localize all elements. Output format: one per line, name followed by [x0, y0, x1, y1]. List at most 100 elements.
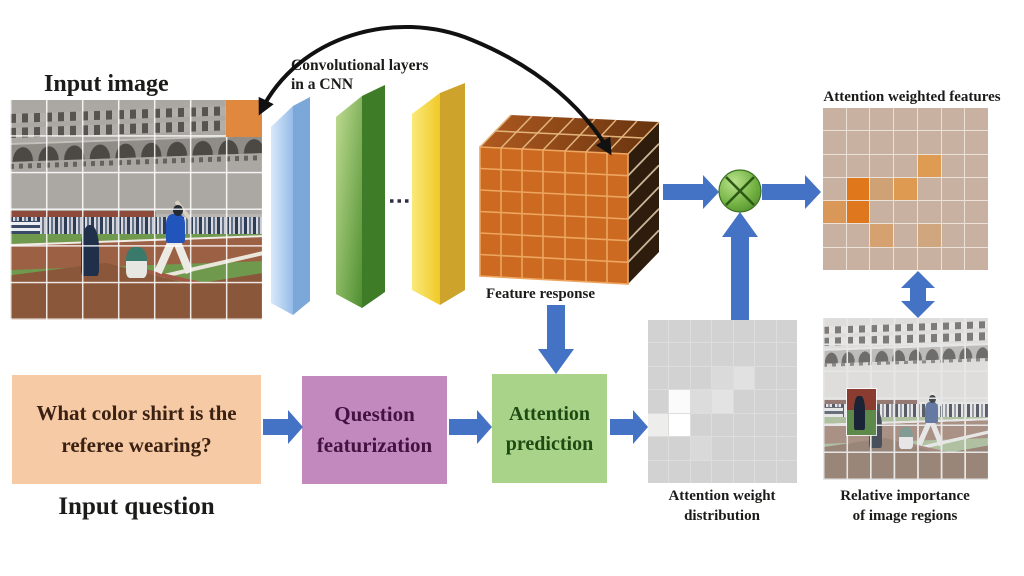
grid-cell: [648, 320, 669, 343]
grid-cell: [941, 201, 965, 224]
input-question-box: What color shirt is the referee wearing?: [12, 375, 261, 484]
grid-cell: [917, 154, 941, 177]
grid-cell: [755, 390, 776, 413]
grid-cell: [669, 320, 690, 343]
grid-cell: [755, 413, 776, 437]
grid-cell: [823, 131, 846, 154]
cube-side-slats: [627, 143, 660, 263]
grid-cell: [846, 131, 870, 154]
grid-cell: [894, 224, 917, 247]
grid-cell: [776, 390, 797, 413]
grid-cell: [894, 131, 917, 154]
grid-cell: [894, 177, 917, 201]
grid-cell: [776, 343, 797, 366]
grid-cell: [755, 343, 776, 366]
grid-cell: [917, 108, 941, 131]
grid-cell: [669, 343, 690, 366]
grid-cell: [712, 413, 733, 437]
region-grid-overlay: [10, 100, 262, 320]
grid-cell: [669, 366, 690, 390]
grid-cell: [965, 154, 988, 177]
referee-figure: [854, 395, 865, 431]
grid-cell: [690, 366, 712, 390]
grid-cell: [870, 108, 894, 131]
grid-cell: [712, 460, 733, 483]
grid-cell: [823, 224, 846, 247]
grid-cell: [690, 460, 712, 483]
grid-cell: [823, 247, 846, 270]
arrow-prediction-to-weights: [610, 410, 648, 444]
arrow-multiply-to-weighted: [762, 175, 821, 209]
grid-cell: [917, 201, 941, 224]
relative-importance-label: Relative importance of image regions: [840, 488, 970, 524]
grid-cell: [846, 154, 870, 177]
grid-cell: [846, 224, 870, 247]
grid-cell: [733, 413, 755, 437]
grid-cell: [733, 320, 755, 343]
grid-cell: [894, 154, 917, 177]
feature-response-cube: [479, 114, 660, 285]
important-region-cell: [845, 388, 877, 436]
grid-cell: [870, 224, 894, 247]
arrow-cube-to-multiply: [663, 175, 719, 209]
attention-prediction-box: Attention prediction: [492, 374, 607, 483]
feature-response-label: Feature response: [486, 286, 596, 302]
grid-cell: [870, 201, 894, 224]
grid-cell: [669, 413, 690, 437]
question-featurization-box: Question featurization: [302, 376, 447, 484]
grid-cell: [894, 108, 917, 131]
input-image-label: Input image: [44, 71, 169, 97]
grid-cell: [648, 390, 669, 413]
grid-cell: [965, 108, 988, 131]
arrow-cube-to-prediction: [538, 305, 574, 374]
highlight-cell: [225, 100, 262, 137]
multiply-icon: [718, 169, 762, 213]
grid-cell: [690, 390, 712, 413]
grid-cell: [965, 224, 988, 247]
arrow-question-to-featurization: [263, 410, 303, 444]
grid-cell: [733, 343, 755, 366]
grid-cell: [917, 247, 941, 270]
grid-cell: [733, 390, 755, 413]
conv-layer-slab-yellow: [412, 83, 465, 305]
grid-cell: [823, 201, 846, 224]
grid-cell: [846, 201, 870, 224]
grid-cell: [690, 437, 712, 460]
grid-cell: [894, 247, 917, 270]
input-image-photo: [10, 100, 262, 320]
grid-cell: [755, 437, 776, 460]
grid-cell: [823, 177, 846, 201]
attention-weighted-features-label: Attention weighted features: [823, 89, 1001, 105]
grid-cell: [712, 320, 733, 343]
grid-cell: [823, 108, 846, 131]
input-question-label: Input question: [58, 493, 215, 520]
grid-cell: [712, 343, 733, 366]
grid-cell: [917, 224, 941, 247]
grid-cell: [733, 366, 755, 390]
grid-cell: [776, 320, 797, 343]
grid-cell: [941, 177, 965, 201]
grid-cell: [870, 177, 894, 201]
arrow-featurization-to-prediction: [449, 410, 492, 444]
grid-cell: [669, 390, 690, 413]
grid-cell: [846, 247, 870, 270]
cube-front-grid: [479, 146, 629, 285]
attention-weight-distribution-grid: [648, 320, 797, 483]
conv-layer-slab-blue: [271, 97, 310, 315]
arrow-weights-to-multiply: [722, 212, 758, 320]
grid-cell: [941, 108, 965, 131]
grid-cell: [733, 437, 755, 460]
grid-cell: [712, 437, 733, 460]
grid-cell: [669, 460, 690, 483]
grid-cell: [965, 131, 988, 154]
attention-weighted-features-grid: [823, 108, 988, 270]
grid-cell: [965, 247, 988, 270]
input-image: [10, 100, 262, 320]
grid-cell: [648, 460, 669, 483]
grid-cell: [941, 224, 965, 247]
grid-cell: [776, 366, 797, 390]
grid-cell: [712, 390, 733, 413]
grid-cell: [690, 413, 712, 437]
grid-cell: [690, 320, 712, 343]
